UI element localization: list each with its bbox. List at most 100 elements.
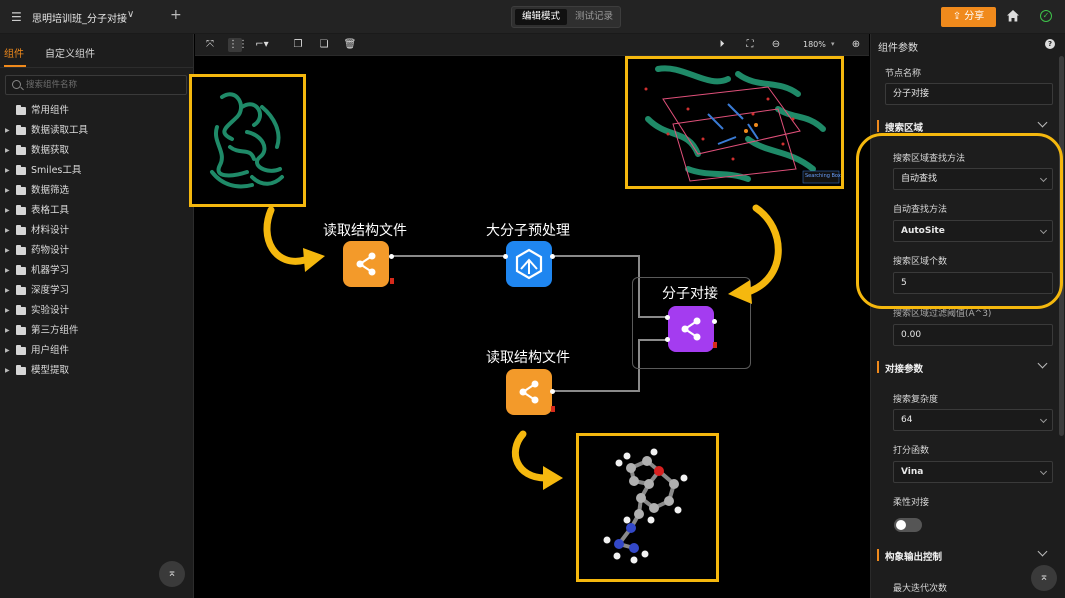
output-port[interactable] (550, 254, 555, 259)
add-tab-icon[interactable]: + (170, 7, 182, 23)
collapse-up-icon[interactable]: ⌅ (159, 561, 185, 587)
threshold-input[interactable]: 0.00 (893, 324, 1053, 346)
expand-arrow-icon[interactable]: ▶ (5, 267, 10, 274)
chevron-down-icon[interactable] (1037, 546, 1048, 557)
grid-icon[interactable]: ⋮⋮ (228, 38, 248, 52)
expand-arrow-icon[interactable]: ▶ (5, 247, 10, 254)
collapse-up-icon[interactable]: ⌅ (1031, 565, 1057, 591)
folder-icon (16, 205, 26, 215)
zoom-level[interactable]: 180% (803, 40, 826, 49)
tree-item-experiment-design[interactable]: ▶ 实验设计 (0, 301, 194, 321)
test-record-button[interactable]: 测试记录 (574, 11, 613, 22)
tree-item-third-party[interactable]: ▶ 第三方组件 (0, 321, 194, 341)
zoom-dropdown-icon[interactable]: ▾ (831, 40, 835, 48)
expand-arrow-icon[interactable]: ▶ (5, 207, 10, 214)
fullscreen-icon[interactable]: ⛶ (746, 39, 754, 50)
paste-icon[interactable]: ❏ (319, 39, 329, 50)
region-count-value: 5 (901, 278, 907, 288)
tree-item-label: 数据读取工具 (31, 125, 89, 136)
output-port[interactable] (712, 319, 717, 324)
expand-arrow-icon[interactable]: ▶ (5, 367, 10, 374)
project-title[interactable]: 思明培训班_分子对接 (32, 14, 127, 25)
panel-title: 组件参数 (878, 43, 918, 54)
expand-arrow-icon[interactable]: ▶ (5, 147, 10, 154)
search-method-label: 搜索区域查找方法 (893, 154, 966, 164)
panel-scrollbar[interactable] (1059, 56, 1064, 436)
section-docking-params[interactable]: 对接参数 (877, 358, 1057, 375)
threshold-value: 0.00 (901, 330, 922, 340)
fit-view-icon[interactable]: ⤧ (206, 39, 214, 50)
search-input[interactable] (26, 78, 184, 92)
tree-item-model-extract[interactable]: ▶ 模型提取 (0, 361, 194, 381)
tree-item-machine-learning[interactable]: ▶ 机器学习 (0, 261, 194, 281)
tree-item-data-fetch[interactable]: ▶ 数据获取 (0, 141, 194, 161)
status-ok-icon: ✓ (1040, 10, 1052, 22)
hamburger-icon[interactable]: ☰ (11, 10, 22, 24)
scoring-select[interactable]: Vina (893, 461, 1053, 483)
expand-arrow-icon[interactable]: ▶ (5, 167, 10, 174)
tree-item-table-tools[interactable]: ▶ 表格工具 (0, 201, 194, 221)
tree-item-label: 用户组件 (31, 345, 70, 356)
node-docking[interactable] (665, 306, 717, 352)
tab-components[interactable]: 组件 (4, 49, 24, 60)
home-icon[interactable] (1006, 9, 1020, 23)
section-search-region[interactable]: 搜索区域 (877, 117, 1057, 134)
tree-item-deep-learning[interactable]: ▶ 深度学习 (0, 281, 194, 301)
tab-custom-components[interactable]: 自定义组件 (45, 49, 95, 60)
error-marker (551, 406, 555, 412)
output-port[interactable] (389, 254, 394, 259)
tree-item-data-filter[interactable]: ▶ 数据筛选 (0, 181, 194, 201)
expand-arrow-icon[interactable]: ▶ (5, 187, 10, 194)
zoom-out-icon[interactable]: ⊖ (771, 39, 781, 50)
input-port[interactable] (665, 337, 670, 342)
tree-item-smiles[interactable]: ▶ Smiles工具 (0, 161, 194, 181)
tree-item-drug-design[interactable]: ▶ 药物设计 (0, 241, 194, 261)
help-icon[interactable]: ? (1045, 39, 1055, 49)
output-port[interactable] (550, 389, 555, 394)
tree-item-label: 模型提取 (31, 365, 70, 376)
expand-arrow-icon[interactable]: ▶ (5, 307, 10, 314)
share-button[interactable]: ⇪ 分享 (941, 7, 996, 27)
connector-style-icon[interactable]: ⌐▾ (255, 39, 269, 50)
tree-item-label: 第三方组件 (31, 325, 79, 336)
expand-arrow-icon[interactable]: ▶ (5, 287, 10, 294)
zoom-in-icon[interactable]: ⊕ (851, 39, 861, 50)
complexity-select[interactable]: 64 (893, 409, 1053, 431)
chevron-down-icon[interactable] (1037, 117, 1048, 128)
tree-item-user-components[interactable]: ▶ 用户组件 (0, 341, 194, 361)
workflow-canvas[interactable]: ⤧ ⋮⋮ ⌐▾ ❐ ❏ 🗑 ⏵ ⛶ ⊖ 180% ▾ ⊕ 读取结构文件 大分子预… (189, 34, 869, 598)
run-icon[interactable]: ⏵ (719, 39, 725, 50)
node-name-input[interactable]: 分子对接 (885, 83, 1053, 105)
chevron-down-icon[interactable]: ∨ (127, 9, 135, 20)
tree-item-label: 表格工具 (31, 205, 70, 216)
expand-arrow-icon[interactable]: ▶ (5, 127, 10, 134)
toggle-knob (896, 520, 906, 530)
chevron-down-icon (1039, 226, 1048, 235)
edit-mode-button[interactable]: 编辑模式 (515, 9, 567, 25)
ligand-structure-image (576, 433, 719, 582)
node-read-structure-2[interactable] (506, 369, 555, 415)
tree-item-label: 机器学习 (31, 265, 70, 276)
flexible-docking-toggle[interactable] (894, 518, 922, 532)
tree-item-material-design[interactable]: ▶ 材料设计 (0, 221, 194, 241)
expand-arrow-icon[interactable]: ▶ (5, 327, 10, 334)
chevron-down-icon[interactable] (1037, 358, 1048, 369)
connections-layer (392, 255, 667, 392)
tree-item-data-read[interactable]: ▶ 数据读取工具 (0, 121, 194, 141)
search-method-select[interactable]: 自动查找 (893, 168, 1053, 190)
input-port[interactable] (503, 254, 508, 259)
section-output-control[interactable]: 构象输出控制 (877, 546, 1057, 563)
node-read-structure-1[interactable] (343, 241, 394, 287)
input-port[interactable] (665, 315, 670, 320)
node-macro-prep[interactable] (503, 241, 555, 287)
expand-arrow-icon[interactable]: ▶ (5, 227, 10, 234)
delete-icon[interactable]: 🗑 (343, 39, 357, 50)
region-count-input[interactable]: 5 (893, 272, 1053, 294)
tree-item-common[interactable]: 常用组件 (0, 101, 194, 121)
expand-arrow-icon[interactable]: ▶ (5, 347, 10, 354)
chevron-down-icon (1039, 174, 1048, 183)
auto-method-select[interactable]: AutoSite (893, 220, 1053, 242)
error-marker (390, 278, 394, 284)
component-search (5, 75, 187, 95)
copy-icon[interactable]: ❐ (293, 39, 303, 50)
